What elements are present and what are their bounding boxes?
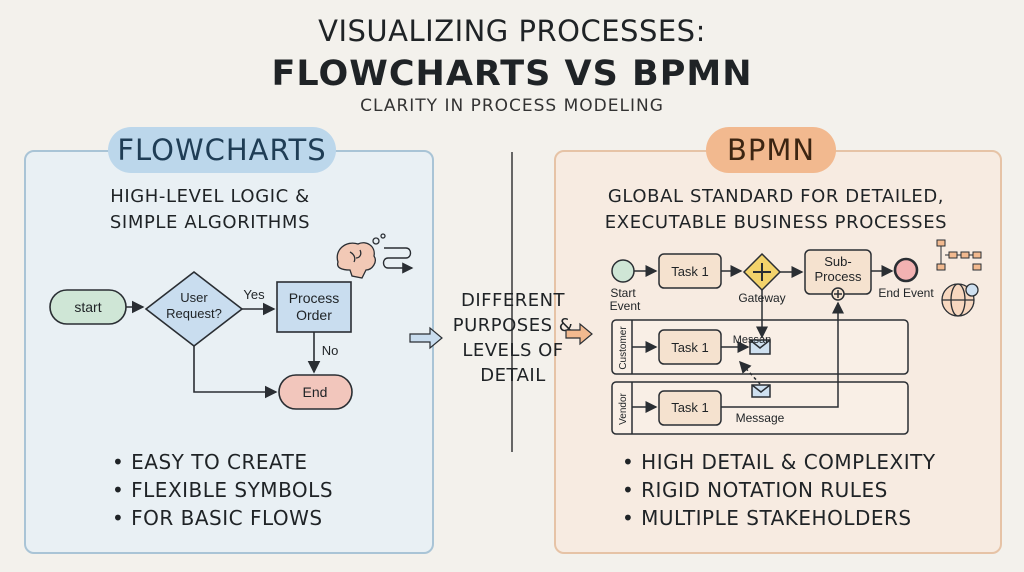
customer-task-label: Task 1 [671, 340, 709, 355]
yes-label: Yes [243, 287, 265, 302]
flowcharts-bullet-1: • EASY TO CREATE [112, 450, 308, 474]
bpmn-description: GLOBAL STANDARD FOR DETAILED, EXECUTABLE… [574, 184, 978, 236]
center-divider [511, 152, 513, 452]
middle-line4: DETAIL [480, 365, 546, 386]
bpmn-desc-line1: GLOBAL STANDARD FOR DETAILED, [607, 186, 945, 207]
title-line1: VISUALIZING PROCESSES: [318, 14, 706, 48]
process-label-2: Order [296, 307, 332, 323]
decision-label-1: User [180, 290, 208, 305]
flowcharts-panel [24, 150, 434, 554]
flowchart-end-node [278, 374, 353, 410]
vendor-task-label: Task 1 [671, 400, 709, 415]
flowcharts-desc-line1: HIGH-LEVEL LOGIC & [110, 186, 310, 207]
flowcharts-desc-line2: SIMPLE ALGORITHMS [109, 212, 311, 233]
middle-line2: PURPOSES & [452, 315, 574, 336]
bpmn-desc-line2: EXECUTABLE BUSINESS PROCESSES [604, 212, 948, 233]
process-label-1: Process [289, 290, 340, 306]
middle-line3: LEVELS OF [462, 340, 564, 361]
subtitle: CLARITY IN PROCESS MODELING [360, 96, 664, 116]
sub-process-label-1: Sub- [824, 254, 851, 269]
bpmn-pill: BPMN [706, 127, 836, 173]
sub-process-label-2: Process [815, 269, 862, 284]
bpmn-bullet-2: • RIGID NOTATION RULES [622, 478, 888, 502]
customer-message-label: Messan [733, 334, 772, 346]
flowcharts-bullet-3: • FOR BASIC FLOWS [112, 506, 323, 530]
flowchart-labels: start User Request? Process Order End Ye… [74, 287, 339, 400]
gateway-label: Gateway [738, 291, 785, 305]
middle-caption: DIFFERENT PURPOSES & LEVELS OF DETAIL [448, 288, 578, 388]
bpmn-start-event [611, 259, 635, 283]
task1-label: Task 1 [671, 264, 709, 279]
end-label: End [303, 384, 328, 400]
start-event-label-1: Start [610, 286, 636, 300]
start-label: start [74, 299, 101, 315]
flowchart-mini-icon [382, 247, 414, 274]
edge-decision-end [193, 346, 278, 399]
bpmn-labels: Start Event Task 1 Gateway Sub- Process … [610, 254, 935, 425]
customer-lane-label: Customer [618, 326, 629, 370]
brain-icon [336, 233, 386, 279]
start-event-label-2: Event [610, 299, 641, 313]
decision-label-2: Request? [166, 306, 222, 321]
flowcharts-bullet-2: • FLEXIBLE SYMBOLS [112, 478, 334, 502]
flowchart-process-node [276, 281, 352, 333]
flowcharts-bullets: • EASY TO CREATE • FLEXIBLE SYMBOLS • FO… [112, 448, 412, 532]
end-event-label: End Event [878, 286, 934, 300]
flowchart-mini-icon [936, 239, 982, 271]
bpmn-bullets: • HIGH DETAIL & COMPLEXITY • RIGID NOTAT… [622, 448, 982, 532]
vendor-message-label: Message [736, 411, 785, 425]
bpmn-vendor-task [658, 390, 722, 426]
vendor-lane-label: Vendor [618, 392, 629, 424]
bpmn-diagram [611, 249, 919, 435]
flowchart-diagram [49, 270, 353, 410]
globe-icon [941, 283, 979, 317]
title-line2: FLOWCHARTS VS BPMN [271, 54, 753, 94]
bpmn-bullet-1: • HIGH DETAIL & COMPLEXITY [622, 450, 936, 474]
middle-line1: DIFFERENT [460, 290, 566, 311]
flowcharts-pill: FLOWCHARTS [108, 127, 336, 173]
arrow-right-icon [409, 322, 593, 350]
flowcharts-description: HIGH-LEVEL LOGIC & SIMPLE ALGORITHMS [60, 184, 360, 236]
bpmn-bullet-3: • MULTIPLE STAKEHOLDERS [622, 506, 912, 530]
bpmn-end-event [893, 257, 919, 283]
no-label: No [322, 343, 339, 358]
